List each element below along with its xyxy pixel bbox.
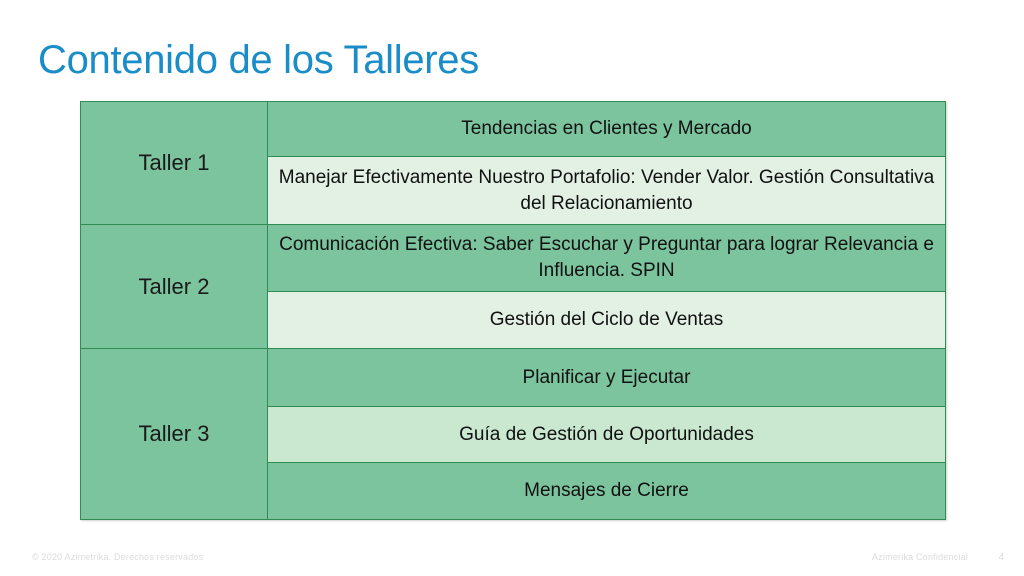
group-label-taller-2: Taller 2 <box>81 225 268 348</box>
topic-cell: Tendencias en Clientes y Mercado <box>268 102 945 156</box>
group-rows-taller-3: Planificar y Ejecutar Guía de Gestión de… <box>268 349 945 519</box>
topic-cell: Gestión del Ciclo de Ventas <box>268 291 945 348</box>
group-rows-taller-1: Tendencias en Clientes y Mercado Manejar… <box>268 102 945 224</box>
page-number: 4 <box>998 552 1004 563</box>
table-row: Taller 3 Planificar y Ejecutar Guía de G… <box>81 348 945 519</box>
topic-cell: Manejar Efectivamente Nuestro Portafolio… <box>268 156 945 224</box>
footer-confidential-notice: Azimerika Confidencial <box>872 552 968 562</box>
footer-copyright: © 2020 Azimetrika. Derechos reservados <box>32 552 204 562</box>
workshop-content-table: Taller 1 Tendencias en Clientes y Mercad… <box>80 101 946 520</box>
topic-cell: Mensajes de Cierre <box>268 462 945 519</box>
group-label-taller-1: Taller 1 <box>81 102 268 224</box>
topic-cell: Guía de Gestión de Oportunidades <box>268 406 945 462</box>
group-rows-taller-2: Comunicación Efectiva: Saber Escuchar y … <box>268 225 945 348</box>
page-title: Contenido de los Talleres <box>38 38 479 82</box>
group-label-taller-3: Taller 3 <box>81 349 268 519</box>
table-row: Taller 1 Tendencias en Clientes y Mercad… <box>81 102 945 224</box>
table-row: Taller 2 Comunicación Efectiva: Saber Es… <box>81 224 945 348</box>
topic-cell: Planificar y Ejecutar <box>268 349 945 406</box>
topic-cell: Comunicación Efectiva: Saber Escuchar y … <box>268 225 945 291</box>
